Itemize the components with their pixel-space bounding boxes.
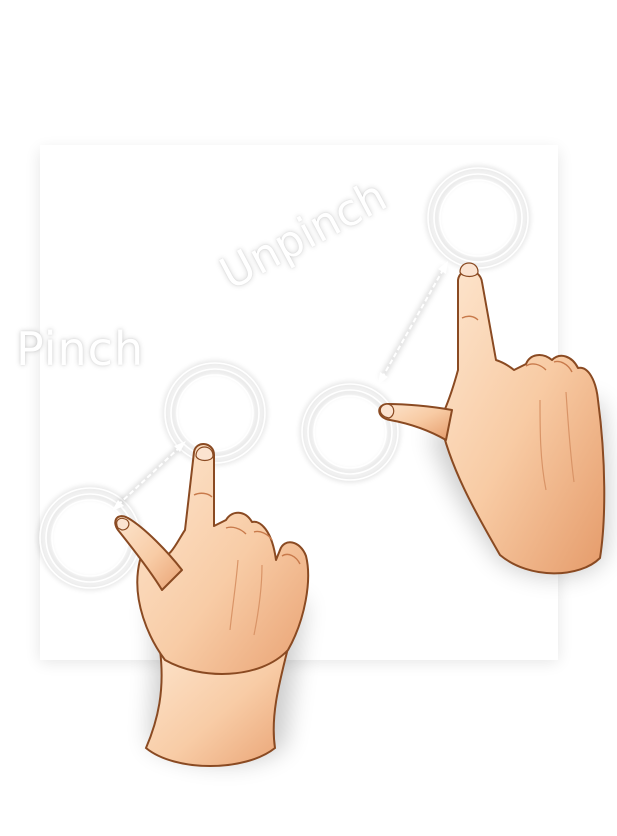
unpinch-arrow-icon	[378, 261, 448, 385]
pinch-arrow-icon	[112, 441, 186, 511]
touch-point-mid-icon	[301, 383, 399, 481]
touch-point-top-icon	[427, 167, 529, 269]
touch-point-left-icon	[39, 487, 141, 589]
hand-unpinch-icon	[378, 262, 609, 577]
hand-pinch-icon	[114, 443, 310, 767]
